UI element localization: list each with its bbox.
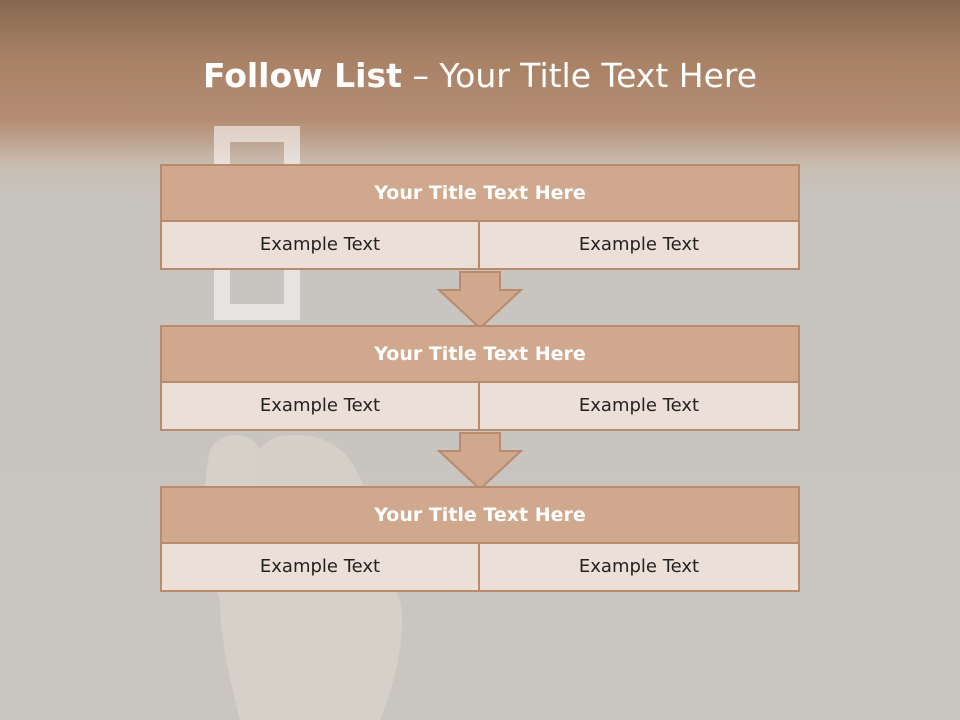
title-rest: – Your Title Text Here (401, 56, 758, 95)
block-cell-left: Example Text (160, 381, 480, 431)
down-arrow-icon (436, 271, 524, 330)
slide-title: Follow List – Your Title Text Here (0, 56, 960, 95)
slide-header: Follow List – Your Title Text Here (0, 0, 960, 150)
block-title: Your Title Text Here (160, 486, 800, 544)
title-bold: Follow List (202, 56, 402, 95)
block-cell-right: Example Text (478, 220, 800, 270)
block-title: Your Title Text Here (160, 164, 800, 222)
block-cell-left: Example Text (160, 220, 480, 270)
block-cell-left: Example Text (160, 542, 480, 592)
block-cell-right: Example Text (478, 542, 800, 592)
block-title: Your Title Text Here (160, 325, 800, 383)
down-arrow-icon (436, 432, 524, 491)
block-cell-right: Example Text (478, 381, 800, 431)
